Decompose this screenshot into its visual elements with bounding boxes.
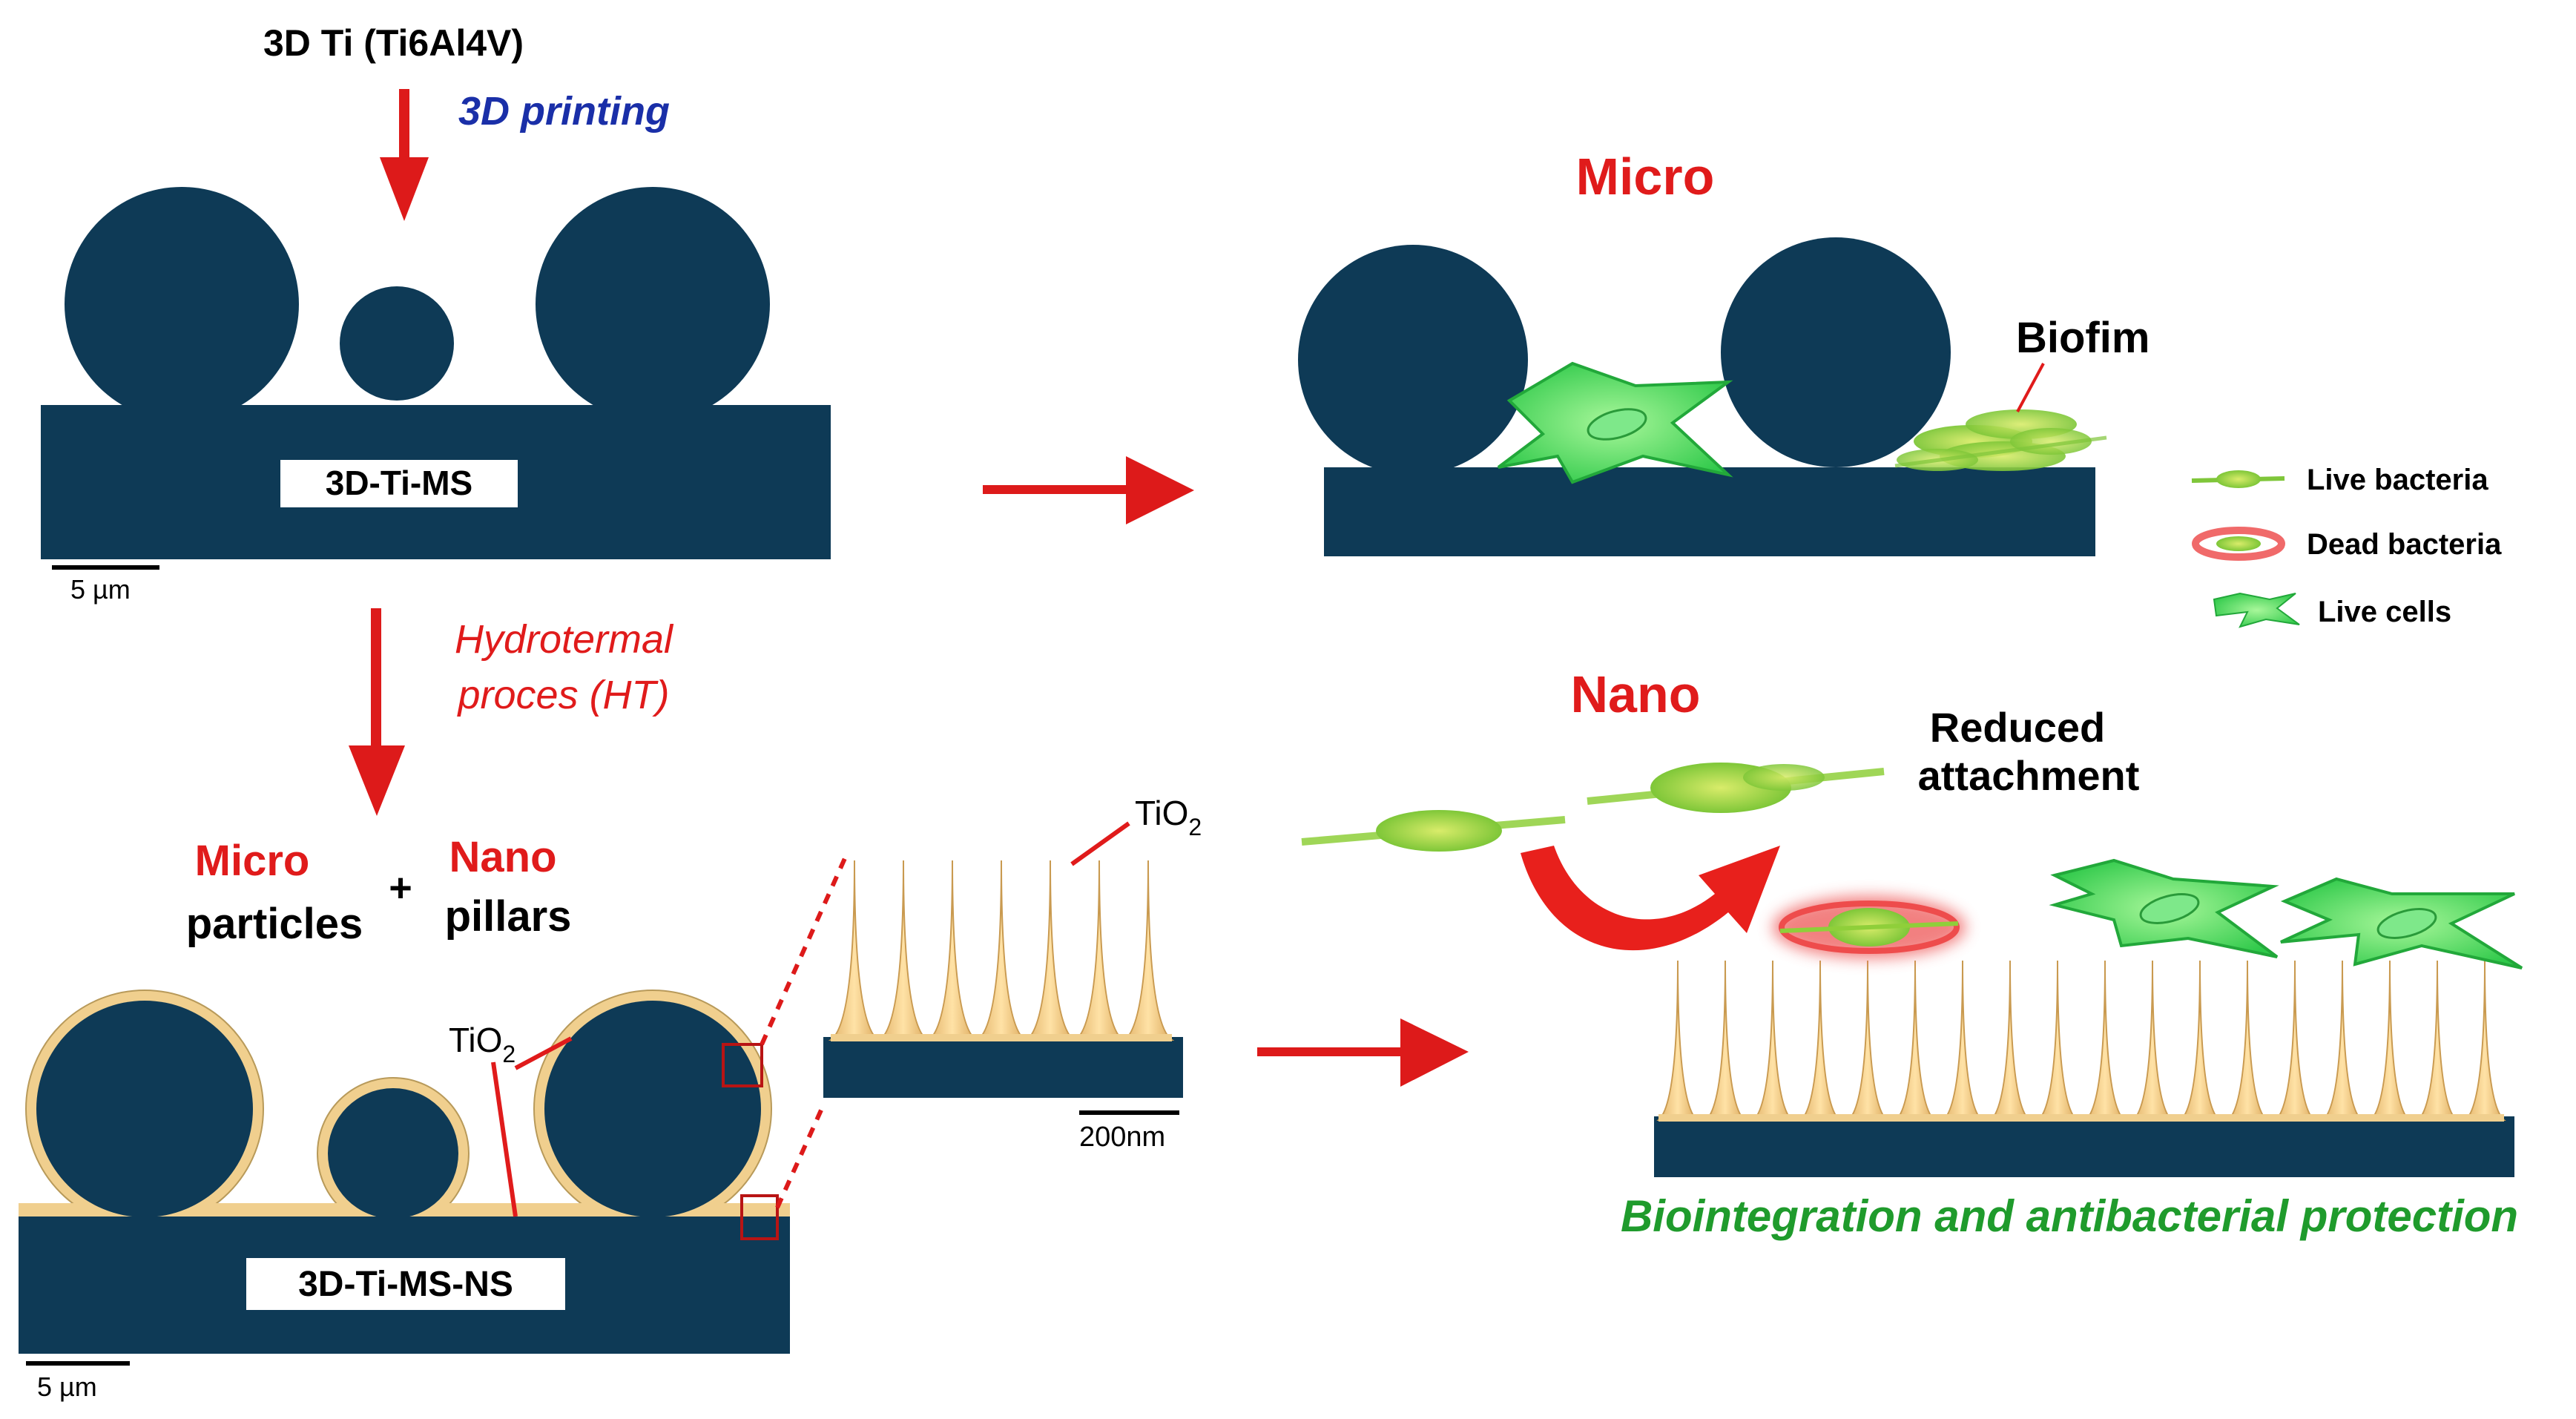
nano-pillar-11 xyxy=(2131,960,2174,1121)
printing-label: 3D printing xyxy=(458,89,670,134)
scale-label-bottom: 5 µm xyxy=(37,1372,97,1402)
legend-live-cells: Live cells xyxy=(2213,592,2451,628)
nano-live-cell-2 xyxy=(2280,877,2523,969)
arrow-to-nano xyxy=(1257,1018,1469,1087)
nano-pillar-18 xyxy=(2463,960,2506,1121)
legend-live-bacteria: Live bacteria xyxy=(2191,464,2488,496)
tio2-zoom-leader xyxy=(1070,821,1130,866)
nano-pillar-5 xyxy=(1846,960,1889,1121)
zoom-box-bottom xyxy=(740,1194,779,1240)
biofim-leader xyxy=(2016,363,2045,412)
ms-diagram: 3D-Ti-MS 5 µm xyxy=(41,187,831,605)
inset-pillars xyxy=(828,860,1175,1041)
nano-word: Nano xyxy=(449,833,557,881)
nano-pillar-3 xyxy=(1751,960,1794,1121)
ms-sphere-small xyxy=(340,286,454,401)
zoom-line-top xyxy=(760,855,848,1046)
micro-title: Micro xyxy=(1576,148,1715,205)
nano-scene xyxy=(1301,763,2523,1177)
nano-pillar-16 xyxy=(2368,960,2411,1121)
inset-pillar-4 xyxy=(975,860,1028,1041)
printing-arrow xyxy=(380,89,429,221)
reduced-line2: attachment xyxy=(1918,752,2140,799)
inset-scale-label: 200nm xyxy=(1079,1122,1165,1153)
pillars-word: pillars xyxy=(445,892,572,941)
ht-line1: Hydrotermal xyxy=(455,617,674,662)
ms-label: 3D-Ti-MS xyxy=(326,464,473,502)
nano-pillar-base xyxy=(1658,1114,2504,1122)
dead-bacterium xyxy=(1773,896,1966,958)
plus-sign: + xyxy=(389,866,412,910)
msns-sphere-left xyxy=(36,1001,253,1217)
nano-pillar-13 xyxy=(2226,960,2269,1121)
nano-pillar-6 xyxy=(1894,960,1937,1121)
nano-pillar-2 xyxy=(1704,960,1747,1121)
floating-bacterium-1 xyxy=(1301,810,1566,852)
tio2-zoom-label: TiO2 xyxy=(1135,794,1202,840)
dead-bacteria-icon xyxy=(2192,527,2285,561)
micro-sphere-left xyxy=(1298,245,1528,475)
live-cell-icon xyxy=(2213,592,2300,628)
svg-text:Live cells: Live cells xyxy=(2318,596,2451,628)
msns-label: 3D-Ti-MS-NS xyxy=(298,1265,513,1304)
legend: Live bacteria Dead bacteria Live cells xyxy=(2191,464,2502,628)
inset-pillar-5 xyxy=(1024,860,1077,1041)
biofilm-cluster xyxy=(1894,409,2107,471)
inset-pillar-base xyxy=(831,1034,1172,1041)
micro-sphere-right xyxy=(1721,237,1951,467)
particles-word: particles xyxy=(186,900,363,948)
svg-text:Live bacteria: Live bacteria xyxy=(2307,464,2488,496)
nano-pillars xyxy=(1656,960,2506,1122)
nano-pillar-12 xyxy=(2178,960,2221,1121)
inset-pillar-2 xyxy=(877,860,930,1041)
ms-sphere-left xyxy=(65,187,299,421)
inset-pillar-3 xyxy=(926,860,979,1041)
legend-dead-bacteria: Dead bacteria xyxy=(2192,527,2502,561)
ms-sphere-right xyxy=(536,187,770,421)
tio2-left-label: TiO2 xyxy=(449,1021,515,1067)
nano-pillar-1 xyxy=(1656,960,1699,1121)
nano-pillar-7 xyxy=(1941,960,1984,1121)
ht-line2: proces (HT) xyxy=(456,673,669,717)
nano-pillar-10 xyxy=(2083,960,2127,1121)
top-title: 3D Ti (Ti6Al4V) xyxy=(263,22,524,64)
biofim-label: Biofim xyxy=(2016,314,2150,362)
reduced-line1: Reduced xyxy=(1930,704,2106,751)
micro-scene xyxy=(1298,237,2107,556)
nano-pillar-14 xyxy=(2273,960,2316,1121)
inset-pillar-7 xyxy=(1121,860,1175,1041)
inset-substrate xyxy=(823,1037,1183,1098)
nano-pillar-9 xyxy=(2036,960,2079,1121)
msns-sphere-right xyxy=(544,1001,761,1217)
live-bacteria-icon xyxy=(2216,470,2261,488)
zoom-line-bottom xyxy=(775,1104,826,1209)
nano-live-cell-1 xyxy=(2049,858,2279,958)
bottom-caption: Biointegration and antibacterial protect… xyxy=(1621,1191,2518,1241)
svg-text:Dead bacteria: Dead bacteria xyxy=(2307,528,2502,561)
inset-pillar-6 xyxy=(1073,860,1126,1041)
micro-word: Micro xyxy=(195,837,310,885)
zoom-box-top xyxy=(722,1043,763,1087)
arrow-to-micro xyxy=(983,456,1194,524)
nano-title: Nano xyxy=(1571,665,1701,723)
zoom-inset: 200nm TiO2 xyxy=(823,794,1202,1153)
scale-label-top: 5 µm xyxy=(70,574,131,605)
nano-pillar-8 xyxy=(1989,960,2032,1121)
nano-pillar-4 xyxy=(1799,960,1842,1121)
repulsion-arrow xyxy=(1521,846,1780,951)
nano-substrate xyxy=(1654,1116,2514,1177)
msns-sphere-small xyxy=(328,1088,458,1219)
micro-substrate xyxy=(1324,467,2095,556)
ms-label-box xyxy=(280,460,518,507)
tio2-callout-left: TiO2 xyxy=(449,1021,573,1217)
nano-pillar-15 xyxy=(2321,960,2364,1121)
ht-arrow xyxy=(349,608,405,816)
msns-label-box xyxy=(246,1258,565,1310)
nano-pillar-17 xyxy=(2416,960,2459,1121)
floating-bacterium-2 xyxy=(1587,763,1885,813)
micro-cell-nucleus xyxy=(1587,408,1647,441)
inset-pillar-1 xyxy=(828,860,881,1041)
msns-diagram: 3D-Ti-MS-NS 5 µm xyxy=(19,990,790,1402)
